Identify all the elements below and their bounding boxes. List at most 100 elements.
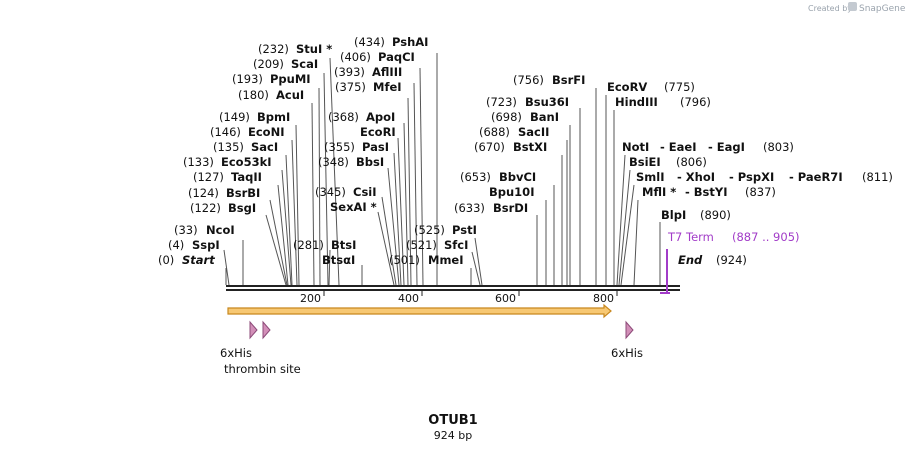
eco53ki-pos: (133) (183, 155, 214, 169)
apoi-pos: (368) (328, 110, 359, 124)
blpi-pos: (890) (700, 208, 731, 222)
ecori-label: EcoRI (360, 125, 396, 139)
pasi-pos: (355) (324, 140, 355, 154)
acui-label: AcuI (276, 88, 304, 102)
sspi-pos: (4) (168, 238, 184, 252)
bbvci-pos: (653) (460, 170, 491, 184)
saci-pos: (135) (213, 140, 244, 154)
tick-label-200: 200 (300, 292, 321, 305)
stui-label: StuI * (296, 42, 332, 56)
his-tag-2-label: 6xHis (611, 346, 643, 360)
bstyi-pos: (837) (745, 185, 776, 199)
t7-term-label: T7 Term (667, 230, 714, 244)
ncoi-label: NcoI (206, 223, 235, 237)
end-pos: (924) (716, 253, 747, 267)
xhoi-label: - XhoI (677, 170, 715, 184)
csii-pos: (345) (315, 185, 346, 199)
afliii-label: AflIII (372, 65, 402, 79)
acui-pos: (180) (238, 88, 269, 102)
t7-terminator-marker (660, 249, 670, 294)
bsrfi-label: BsrFI (552, 73, 585, 87)
bpmi-pos: (149) (219, 110, 250, 124)
mfei-pos: (375) (335, 80, 366, 94)
mfli-label: MflI * (642, 185, 676, 199)
paqci-label: PaqCI (378, 50, 415, 64)
taqii-pos: (127) (193, 170, 224, 184)
mfei-label: MfeI (373, 80, 402, 94)
his-tag-2 (625, 320, 634, 340)
bani-pos: (698) (491, 110, 522, 124)
bbsi-pos: (348) (318, 155, 349, 169)
ncoi-pos: (33) (174, 223, 198, 237)
econi-pos: (146) (210, 125, 241, 139)
pshai-label: PshAI (392, 35, 428, 49)
saci-label: SacI (251, 140, 278, 154)
ppumi-label: PpuMI (270, 72, 311, 86)
tick-label-800: 800 (593, 292, 614, 305)
sspi-label: SspI (192, 238, 220, 252)
eco53ki-label: Eco53kI (221, 155, 272, 169)
bsgi-label: BsgI (228, 201, 256, 215)
snapgene-logo (848, 2, 857, 11)
taqii-label: TaqII (231, 170, 262, 184)
eagi-label: - EagI (708, 140, 745, 154)
bsu36i-pos: (723) (486, 95, 517, 109)
scai-label: ScaI (291, 57, 318, 71)
bsgi-pos: (122) (190, 201, 221, 215)
btsi-label: BtsI (331, 238, 356, 252)
sequence-backbone (226, 285, 680, 291)
smli-label: SmlI (636, 170, 665, 184)
ecorv-label: EcoRV (607, 80, 647, 94)
hindiii-label: HindIII (615, 95, 658, 109)
bpmi-label: BpmI (257, 110, 290, 124)
sacii-pos: (688) (479, 125, 510, 139)
bsu36i-label: Bsu36I (525, 95, 569, 109)
pshai-pos: (434) (354, 35, 385, 49)
psti-label: PstI (452, 223, 477, 237)
bstxi-pos: (670) (474, 140, 505, 154)
mmei-pos: (501) (389, 253, 420, 267)
blpi-label: BlpI (661, 208, 686, 222)
eaei-label: - EaeI (660, 140, 696, 154)
bpu10i-label: Bpu10I (489, 185, 534, 199)
ppumi-pos: (193) (232, 72, 263, 86)
csii-label: CsiI (353, 185, 377, 199)
bsiei-label: BsiEI (629, 155, 661, 169)
t7-term-pos: (887 .. 905) (732, 230, 800, 244)
scale-ticks (323, 290, 618, 296)
noti-pos: (803) (763, 140, 794, 154)
btsi-pos: (281) (293, 238, 324, 252)
scai-pos: (209) (253, 57, 284, 71)
bstxi-label: BstXI (513, 140, 547, 154)
thrombin-label: thrombin site (224, 362, 301, 376)
btsgi-label: BtsαI (322, 253, 355, 267)
bbvci-label: BbvCI (499, 170, 536, 184)
bsrdi-pos: (633) (454, 201, 485, 215)
bsrdi-label: BsrDI (493, 201, 528, 215)
pspxi-label: - PspXI (729, 170, 774, 184)
pasi-label: PasI (362, 140, 389, 154)
tick-label-400: 400 (398, 292, 419, 305)
ecorv-pos: (775) (664, 80, 695, 94)
sfci-pos: (521) (406, 238, 437, 252)
sfci-label: SfcI (444, 238, 468, 252)
map-title: OTUB1 (428, 413, 477, 428)
snapgene-brand: SnapGene (859, 4, 906, 14)
site-lines (223, 53, 661, 286)
xhoi-pos: (811) (862, 170, 893, 184)
econi-label: EcoNI (248, 125, 284, 139)
apoi-label: ApoI (366, 110, 395, 124)
bsrbi-pos: (124) (188, 186, 219, 200)
bstyi-label: - BstYI (685, 185, 728, 199)
afliii-pos: (393) (334, 65, 365, 79)
created-by-text: Created by (808, 4, 852, 13)
bbsi-label: BbsI (356, 155, 384, 169)
map-length: 924 bp (434, 429, 472, 442)
mmei-label: MmeI (428, 253, 464, 267)
start-label: Start (182, 253, 215, 267)
his-tag-1 (249, 320, 258, 340)
thrombin-tag (262, 320, 271, 340)
end-label: End (678, 253, 703, 267)
bani-label: BanI (530, 110, 559, 124)
